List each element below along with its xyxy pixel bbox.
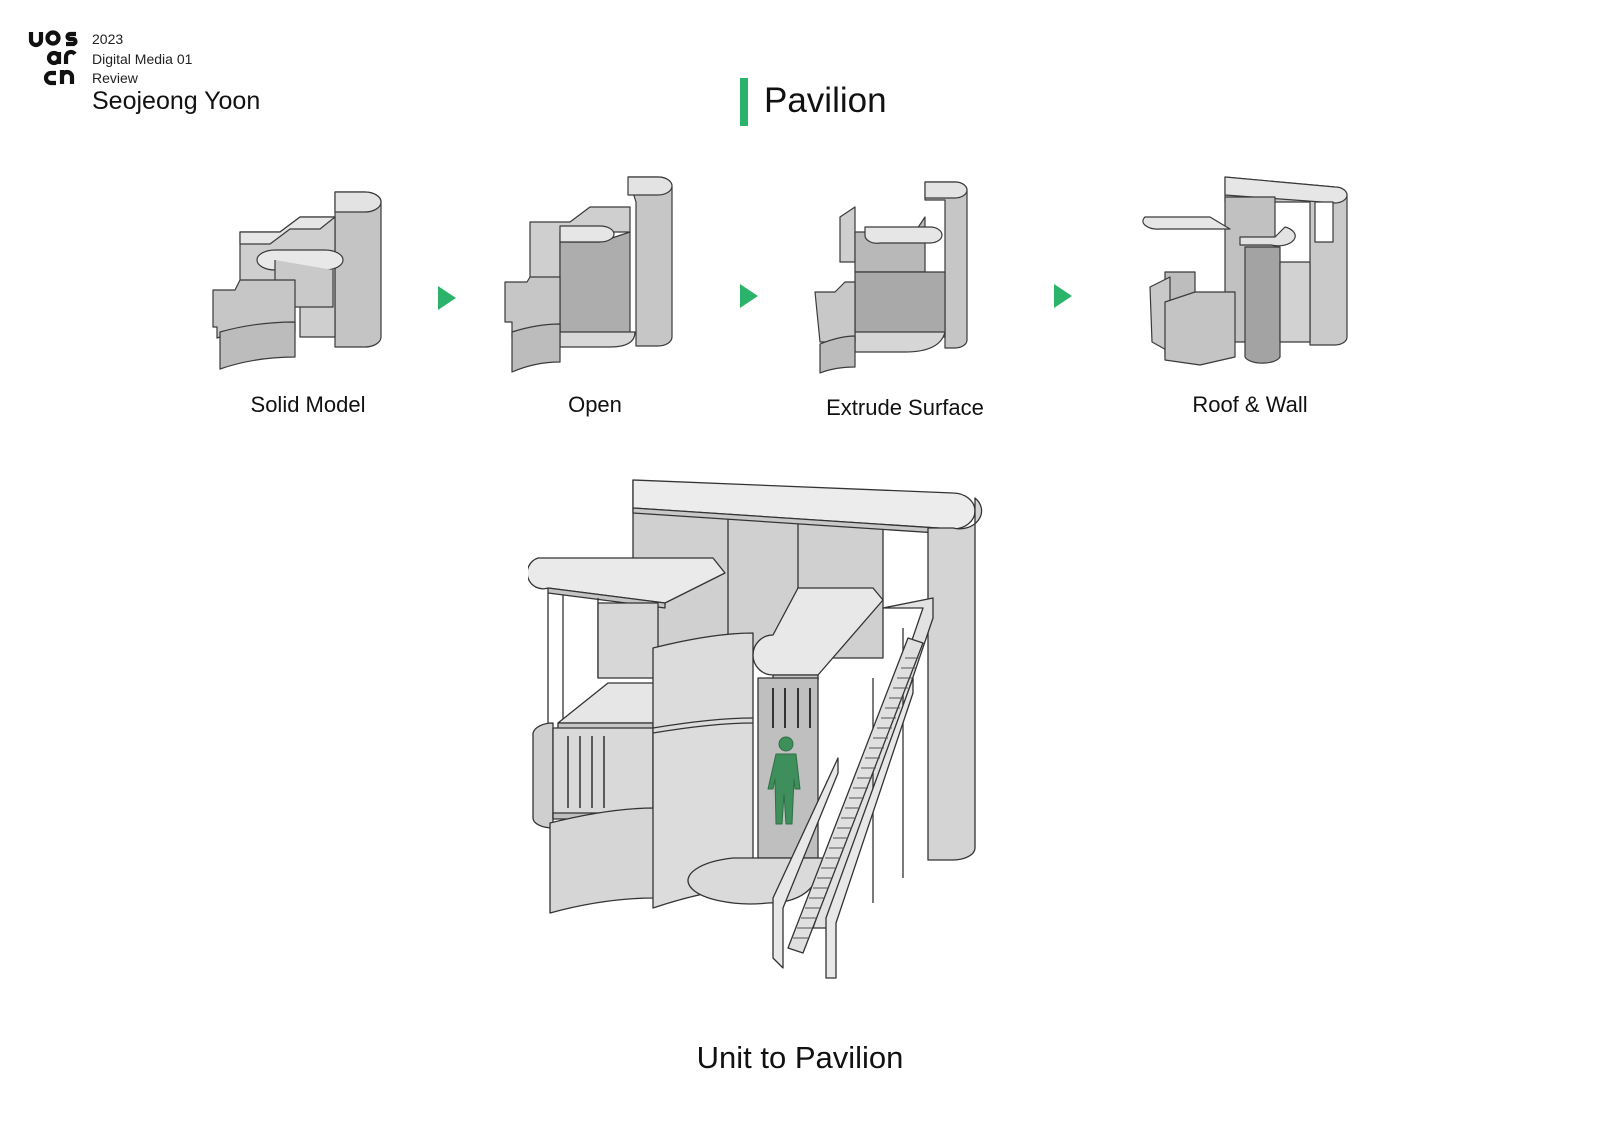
play-arrow-icon <box>1054 284 1072 308</box>
solid-model-diagram <box>212 191 382 370</box>
page-title: Pavilion <box>764 81 887 120</box>
roof-and-wall-diagram <box>1142 176 1348 366</box>
course-meta: 2023 Digital Media 01 Review <box>92 30 192 89</box>
subtitle-text: Review <box>92 70 138 86</box>
step-label-extrude-surface: Extrude Surface <box>826 395 984 420</box>
author-name: Seojeong Yoon <box>92 87 261 115</box>
year-text: 2023 <box>92 31 124 47</box>
title-accent-bar <box>740 78 748 126</box>
step-label-roof-and-wall: Roof & Wall <box>1192 392 1308 417</box>
uos-arch-logo <box>28 30 78 86</box>
play-arrow-icon <box>740 284 758 308</box>
open-diagram <box>504 176 673 373</box>
step-label-open: Open <box>568 392 622 417</box>
main-caption: Unit to Pavilion <box>696 1040 904 1075</box>
extrude-surface-diagram <box>814 181 968 374</box>
play-arrow-icon <box>438 286 456 310</box>
pavilion-isometric-drawing <box>528 479 983 979</box>
step-label-solid-model: Solid Model <box>250 392 366 417</box>
course-text: Digital Media 01 <box>92 50 193 67</box>
